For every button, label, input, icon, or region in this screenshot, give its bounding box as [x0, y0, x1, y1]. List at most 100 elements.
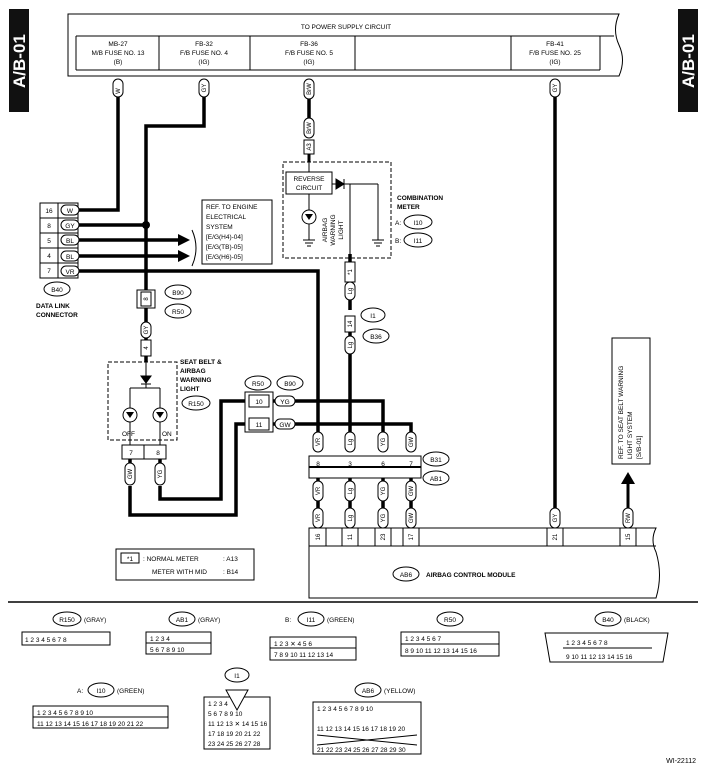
pin-text: 3 — [348, 461, 352, 468]
wire-labels-bottom: VR Lg YG GW GY RW — [312, 507, 634, 529]
conn-color: (GREEN) — [327, 617, 354, 624]
note-code-2: : B14 — [223, 569, 239, 576]
ref-seat-belt-box: REF. TO SEAT BELT WARNING LIGHT SYSTEM [… — [611, 337, 651, 465]
pin-text: 6 — [381, 461, 385, 468]
pin-text: 23 — [381, 533, 387, 540]
wire-color-text: BL — [66, 254, 74, 261]
combination-meter-label-2: METER — [397, 204, 420, 211]
connector-b31-ab1: 8 3 6 7 — [308, 455, 422, 479]
pin-text: 11 — [348, 533, 354, 540]
seat-belt-label-3: WARNING — [180, 377, 211, 384]
pin-text: A3 — [307, 143, 313, 151]
pin-text: 7 — [47, 268, 51, 275]
reverse-circuit-label-2: CIRCUIT — [296, 185, 322, 192]
wire-color-text: BL — [66, 238, 74, 245]
conn-color: (GREEN) — [117, 688, 144, 695]
wire-color-text: W — [67, 208, 74, 215]
pin-a3: A3 — [303, 139, 315, 155]
fuse-fb41: FB-41 F/B FUSE NO. 25 (IG) — [529, 41, 581, 66]
power-supply-title: TO POWER SUPPLY CIRCUIT — [301, 24, 391, 31]
reverse-circuit-label: REVERSE — [293, 176, 325, 183]
wire-color-text: GY — [553, 84, 559, 93]
arrow-up-icon — [621, 472, 635, 484]
pin-row: 1 2 3 4 5 6 7 8 9 10 — [37, 710, 93, 717]
wire-color-text: GW — [409, 486, 415, 497]
fuse-name: F/B FUSE NO. 5 — [285, 50, 333, 57]
off-label: OFF — [122, 431, 135, 438]
pin-row: 11 12 13 14 15 16 17 18 19 20 — [317, 726, 405, 733]
wire-color-text: YG — [381, 437, 387, 446]
wire-color-text: GW — [409, 437, 415, 448]
ref-engine-line: [E/G(TB)-05] — [206, 244, 243, 251]
pin-row: 7 8 9 10 11 12 13 14 — [274, 652, 334, 659]
pin-row: 1 2 3 4 — [208, 701, 228, 708]
wire-label-w: W — [112, 78, 124, 98]
pin-text: 16 — [316, 533, 322, 540]
pin-row: 1 2 3 4 5 6 7 — [405, 636, 442, 643]
fuse-name: F/B FUSE NO. 4 — [180, 50, 228, 57]
wire-color-text: YG — [381, 513, 387, 522]
note-code-1: : A13 — [223, 556, 238, 563]
side-tab-left: A/B-01 — [9, 9, 29, 112]
note-box: *1 : NORMAL METER : A13 METER WITH MID :… — [115, 548, 255, 581]
ref-engine-line: REF. TO ENGINE — [206, 204, 258, 211]
pin-row: 1 2 3 4 5 6 7 8 — [25, 637, 67, 644]
pin-row: 1 2 3 ✕ 4 5 6 — [274, 641, 312, 648]
connector-view-r50: R50 1 2 3 4 5 6 7 8 9 10 11 12 13 14 15 … — [400, 611, 500, 657]
ref-engine-line: SYSTEM — [206, 224, 233, 231]
wire-label-gy: GY — [198, 78, 210, 98]
note-mark: *1 — [127, 556, 134, 563]
conn-id: B40 — [602, 617, 614, 624]
diode-icon — [156, 412, 164, 418]
fuse-switch: (IG) — [549, 59, 560, 66]
connector-view-i10: A: I10 (GREEN) 1 2 3 4 5 6 7 8 9 10 11 1… — [32, 682, 169, 729]
connector-view-i11: B: I11 (GREEN) 1 2 3 ✕ 4 5 6 7 8 9 10 11… — [269, 611, 357, 661]
connector-r50-tag: R50 — [172, 309, 184, 316]
connector-view-r150: R150 (GRAY) 1 2 3 4 5 6 7 8 — [21, 611, 111, 646]
wire-label-lg-2: Lg — [344, 335, 356, 355]
wire-color-text: VR — [316, 437, 322, 446]
wire-labels-lower: VR Lg YG GW — [312, 480, 417, 502]
note-line-1: : NORMAL METER — [143, 556, 199, 563]
conn-id: AB1 — [176, 617, 189, 624]
connector-i1-tag: I1 — [370, 313, 376, 320]
pin-text: *1 — [348, 269, 354, 275]
wire-color-text: RW — [626, 513, 632, 523]
wire-label-brw-mid: BrW — [303, 117, 315, 139]
pin-row: 5 6 7 8 9 10 — [150, 647, 185, 654]
wire-color-text: Lg — [348, 515, 354, 522]
ref-seat-belt-line: LIGHT SYSTEM — [627, 411, 634, 459]
pin-8-b90: 8 — [136, 289, 156, 309]
pin-14: 14 — [344, 315, 356, 333]
conn-color: (BLACK) — [624, 617, 650, 624]
fuse-mb27: MB-27 M/B FUSE NO. 13 (B) — [91, 41, 144, 66]
wire-color-text: GY — [65, 223, 75, 230]
conn-color: (YELLOW) — [384, 688, 415, 695]
connector-view-b40: B40 (BLACK) 1 2 3 4 5 6 7 8 9 10 11 12 1… — [544, 611, 669, 663]
conn-id: I11 — [307, 617, 316, 624]
conn-color: (GRAY) — [84, 617, 106, 624]
wire-color-text: Lg — [348, 488, 354, 495]
pin-text: 7 — [409, 461, 413, 468]
fuse-id: FB-41 — [546, 41, 564, 48]
wire-color-text: GY — [202, 84, 208, 93]
fuse-fb36: FB-36 F/B FUSE NO. 5 (IG) — [285, 41, 333, 66]
diode-icon — [126, 412, 134, 418]
combination-meter-label: COMBINATION — [397, 195, 443, 202]
fuse-id: FB-32 — [195, 41, 213, 48]
connector-b40-tag: B40 — [51, 287, 63, 294]
diode-icon — [305, 214, 313, 220]
fuse-id: FB-36 — [300, 41, 318, 48]
acm-pins: 16 11 23 17 21 15 — [316, 533, 632, 540]
lamp-label-2: WARNING — [330, 214, 337, 245]
wire-label-brw-top: BrW — [303, 78, 315, 100]
wire-color-text: YG — [280, 399, 289, 406]
connector-b36-tag: B36 — [370, 334, 382, 341]
side-tab-right-text: A/B-01 — [679, 34, 698, 88]
wire-color-text: GW — [279, 422, 291, 429]
fuse-name: F/B FUSE NO. 25 — [529, 50, 581, 57]
ref-engine-line: ELECTRICAL — [206, 214, 246, 221]
pin-row: 8 9 10 11 12 13 14 15 16 — [405, 648, 477, 655]
wire-color-text: BrW — [307, 83, 313, 95]
pin-text: 8 — [144, 297, 150, 301]
